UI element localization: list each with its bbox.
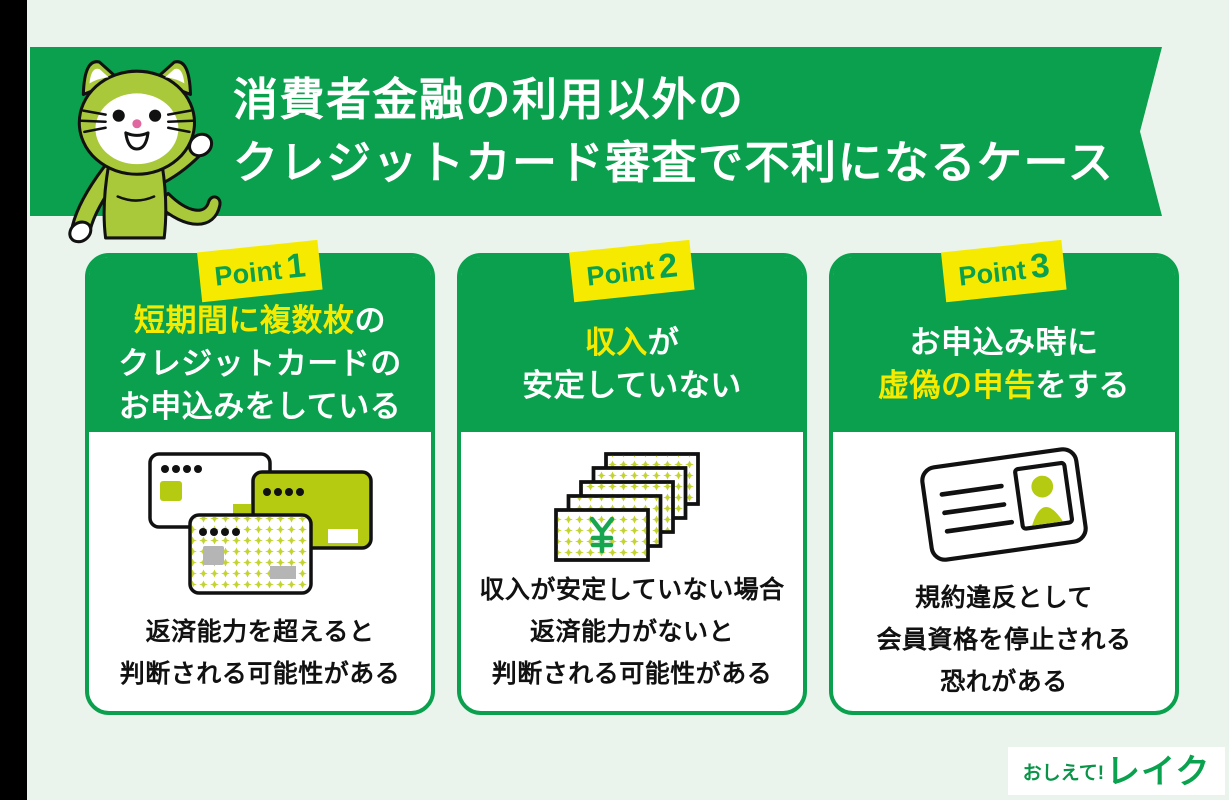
page-title: 消費者金融の利用以外の クレジットカード審査で不利になるケース [233, 47, 1114, 216]
point-card-3: Point3 お申込み時に 虚偽の申告をする 規約違反として 会員資格 [829, 239, 1179, 715]
heading-highlight: 収入 [584, 324, 648, 360]
cat-mascot-icon [68, 60, 222, 244]
caption-line: 収入が安定していない場合 [479, 576, 785, 604]
card-3-caption: 規約違反として 会員資格を停止される 恐れがある [833, 577, 1175, 703]
point-word: Point [585, 254, 656, 292]
card-2-caption: 収入が安定していない場合 返済能力がないと 判断される可能性がある [461, 569, 803, 695]
heading-line: お申込み時に [910, 322, 1099, 365]
heading-line: 虚偽の申告をする [878, 365, 1130, 408]
heading-text: お申込み時に [909, 324, 1099, 360]
brand-logo: おしえて! レイク [1008, 747, 1225, 795]
caption-line: 恐れがある [940, 668, 1068, 696]
logo-prefix: おしえて! [1022, 763, 1105, 784]
points-row: Point1 短期間に複数枚の クレジットカードの お申込みをしている [85, 239, 1179, 715]
heading-highlight: 短期間に複数枚 [134, 303, 355, 339]
heading-line: 収入が [585, 322, 680, 365]
caption-line: 返済能力がないと [529, 618, 734, 646]
heading-line: お申込みをしている [119, 386, 402, 429]
caption-line: 返済能力を超えると [145, 618, 375, 646]
header-banner-ribbon [30, 47, 1162, 216]
heading-text: をする [1035, 367, 1130, 403]
credit-cards-icon [89, 432, 431, 611]
heading-text: の [354, 303, 386, 339]
heading-text: が [647, 324, 680, 360]
card-1-caption: 返済能力を超えると 判断される可能性がある [89, 611, 431, 695]
heading-line: クレジットカードの [118, 343, 402, 386]
heading-text: 安定していない [522, 367, 742, 403]
heading-line: 短期間に複数枚の [134, 300, 386, 343]
banknotes-icon [461, 432, 803, 569]
heading-highlight: 虚偽の申告 [878, 367, 1036, 403]
point-number: 3 [1028, 246, 1052, 287]
caption-line: 判断される可能性がある [119, 660, 401, 688]
heading-text: お申込みをしている [118, 388, 402, 424]
point-card-1: Point1 短期間に複数枚の クレジットカードの お申込みをしている [85, 239, 435, 715]
title-line-1: 消費者金融の利用以外の [233, 74, 745, 126]
point-number: 2 [656, 246, 680, 287]
title-line-2: クレジットカード審査で不利になるケース [233, 136, 1115, 188]
id-card-icon [833, 432, 1175, 577]
point-card-2: Point2 収入が 安定していない [457, 239, 807, 715]
caption-line: 規約違反として [915, 584, 1093, 612]
point-number: 1 [284, 246, 308, 287]
heading-text: クレジットカードの [118, 346, 402, 382]
heading-line: 安定していない [522, 365, 742, 408]
point-word: Point [213, 254, 284, 292]
logo-brand: レイク [1106, 752, 1211, 791]
point-word: Point [957, 254, 1028, 292]
left-black-bar [0, 0, 27, 800]
caption-line: 判断される可能性がある [491, 660, 773, 688]
caption-line: 会員資格を停止される [876, 626, 1132, 654]
